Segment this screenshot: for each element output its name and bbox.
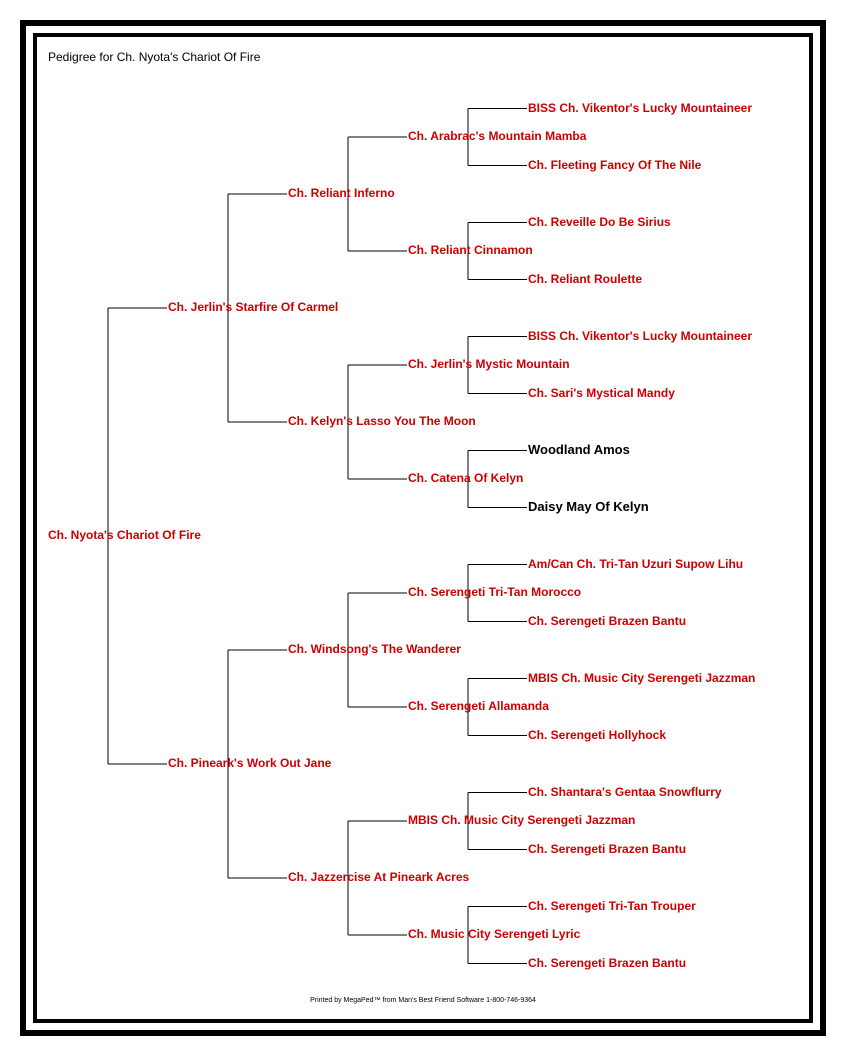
gg-grandparent-name: Ch. Fleeting Fancy Of The Nile: [528, 157, 702, 172]
gg-grandparent-name: Ch. Serengeti Brazen Bantu: [528, 841, 687, 856]
gg-grandparent-name: BISS Ch. Vikentor's Lucky Mountaineer: [528, 100, 753, 115]
great-grandparent-name: Ch. Catena Of Kelyn: [408, 471, 524, 485]
grandparent-name: Ch. Reliant Inferno: [288, 186, 395, 200]
gg-grandparent-name: BISS Ch. Vikentor's Lucky Mountaineer: [528, 328, 753, 343]
great-grandparent-name: Ch. Music City Serengeti Lyric: [408, 927, 581, 941]
gg-grandparent-name: MBIS Ch. Music City Serengeti Jazzman: [528, 670, 756, 685]
gg-grandparent-name: Ch. Serengeti Tri-Tan Trouper: [528, 898, 696, 913]
gg-grandparent-name: Woodland Amos: [528, 441, 630, 457]
dog-name: Ch. Nyota's Chariot Of Fire: [48, 528, 201, 542]
great-grandparent-name: Ch. Reliant Cinnamon: [408, 243, 533, 257]
grandparent-name: Ch. Kelyn's Lasso You The Moon: [288, 414, 476, 428]
gg-grandparent-name: Ch. Reveille Do Be Sirius: [528, 214, 671, 229]
great-grandparent-name: Ch. Serengeti Tri-Tan Morocco: [408, 585, 582, 599]
gg-grandparent-name: Ch. Sari's Mystical Mandy: [528, 385, 675, 400]
grandparent-name: Ch. Windsong's The Wanderer: [288, 642, 461, 656]
gg-grandparent-name: Ch. Reliant Roulette: [528, 271, 643, 286]
inner-border: [33, 33, 813, 1023]
gg-grandparent-name: Ch. Serengeti Brazen Bantu: [528, 955, 687, 970]
gg-grandparent-name: Ch. Serengeti Brazen Bantu: [528, 613, 687, 628]
great-grandparent-name: Ch. Jerlin's Mystic Mountain: [408, 357, 570, 371]
gg-grandparent-name: Ch. Shantara's Gentaa Snowflurry: [528, 784, 722, 799]
gg-grandparent-name: Am/Can Ch. Tri-Tan Uzuri Supow Lihu: [528, 556, 744, 571]
gg-grandparent-name: Ch. Serengeti Hollyhock: [528, 727, 667, 742]
parent-name: Ch. Pineark's Work Out Jane: [168, 756, 332, 770]
page-title: Pedigree for Ch. Nyota's Chariot Of Fire: [48, 50, 261, 64]
great-grandparent-name: Ch. Serengeti Allamanda: [408, 699, 549, 713]
great-grandparent-name: MBIS Ch. Music City Serengeti Jazzman: [408, 813, 636, 827]
grandparent-name: Ch. Jazzercise At Pineark Acres: [288, 870, 470, 884]
gg-grandparent-name: Daisy May Of Kelyn: [528, 498, 649, 514]
parent-name: Ch. Jerlin's Starfire Of Carmel: [168, 300, 339, 314]
outer-border: [20, 20, 826, 1036]
great-grandparent-name: Ch. Arabrac's Mountain Mamba: [408, 129, 587, 143]
print-footer: Printed by MegaPed™ from Man's Best Frie…: [310, 997, 536, 1004]
